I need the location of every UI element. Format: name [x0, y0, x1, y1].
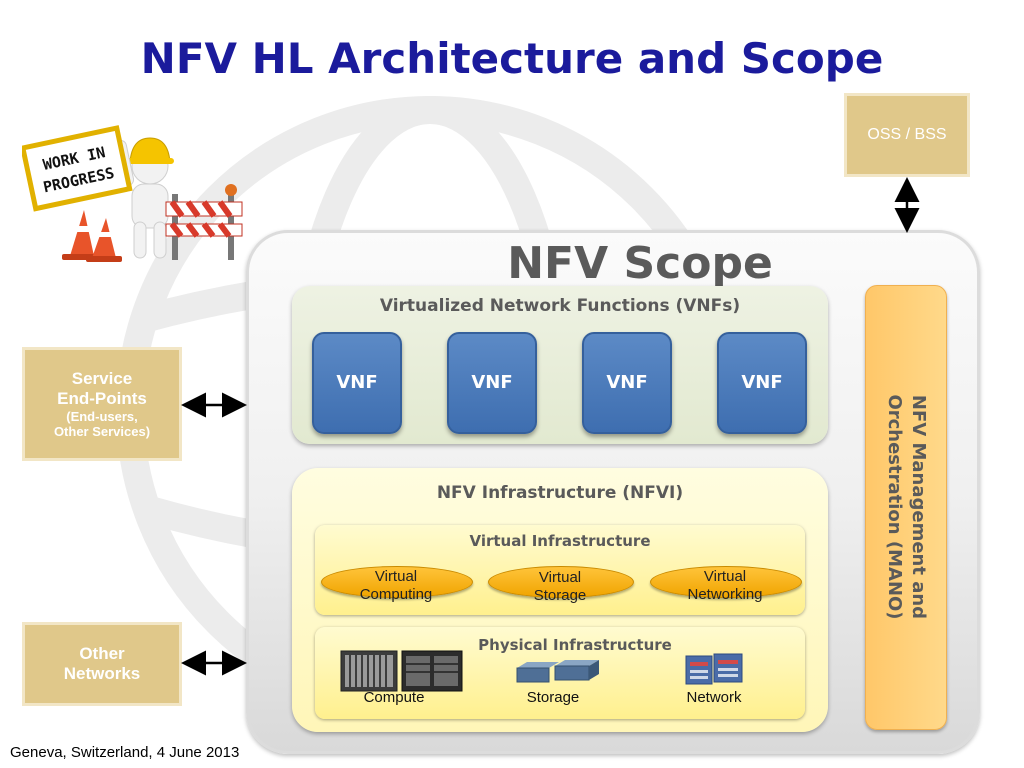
nfvi-label: NFV Infrastructure (NFVI) — [436, 483, 684, 503]
service-endpoints-line1: Service — [71, 369, 133, 388]
work-in-progress-sign: WORK IN PROGRESS — [22, 125, 133, 212]
oss-bss-box: OSS / BSS — [844, 93, 970, 177]
compute-server-icon — [340, 650, 463, 692]
service-endpoints-box: Service End-Points (End-users, Other Ser… — [22, 347, 182, 461]
footer-text: Geneva, Switzerland, 4 June 2013 — [10, 744, 240, 761]
service-endpoints-line2: End-Points — [57, 389, 147, 408]
other-networks-box: Other Networks — [22, 622, 182, 706]
storage-array-icon — [516, 660, 599, 683]
nfv-scope-title: NFV Scope — [507, 238, 773, 289]
barrier-icon — [165, 184, 243, 260]
vnf-box: VNF — [717, 332, 807, 434]
virtual-storage-oval — [488, 566, 634, 598]
compute-label: Compute — [363, 689, 425, 706]
virtual-infrastructure-label: Virtual Infrastructure — [469, 532, 651, 550]
work-in-progress-illustration: WORK IN PROGRESS — [22, 125, 243, 262]
service-endpoints-line4: Other Services) — [53, 424, 151, 439]
virtual-networking-oval — [650, 566, 802, 598]
page-title: NFV HL Architecture and Scope — [140, 34, 884, 83]
network-switch-icon — [685, 653, 743, 685]
mano-panel — [865, 285, 947, 730]
virtual-computing-oval — [321, 566, 473, 598]
service-endpoints-line3: (End-users, — [66, 409, 138, 424]
vnf-box: VNF — [582, 332, 672, 434]
vnfs-label: Virtualized Network Functions (VNFs) — [379, 296, 741, 316]
network-label: Network — [686, 689, 742, 706]
storage-label: Storage — [526, 689, 580, 706]
vnf-box: VNF — [312, 332, 402, 434]
vnf-box: VNF — [447, 332, 537, 434]
oss-bss-label: OSS / BSS — [867, 126, 947, 143]
traffic-cone-icon — [86, 218, 122, 262]
physical-infrastructure-label: Physical Infrastructure — [478, 636, 672, 654]
